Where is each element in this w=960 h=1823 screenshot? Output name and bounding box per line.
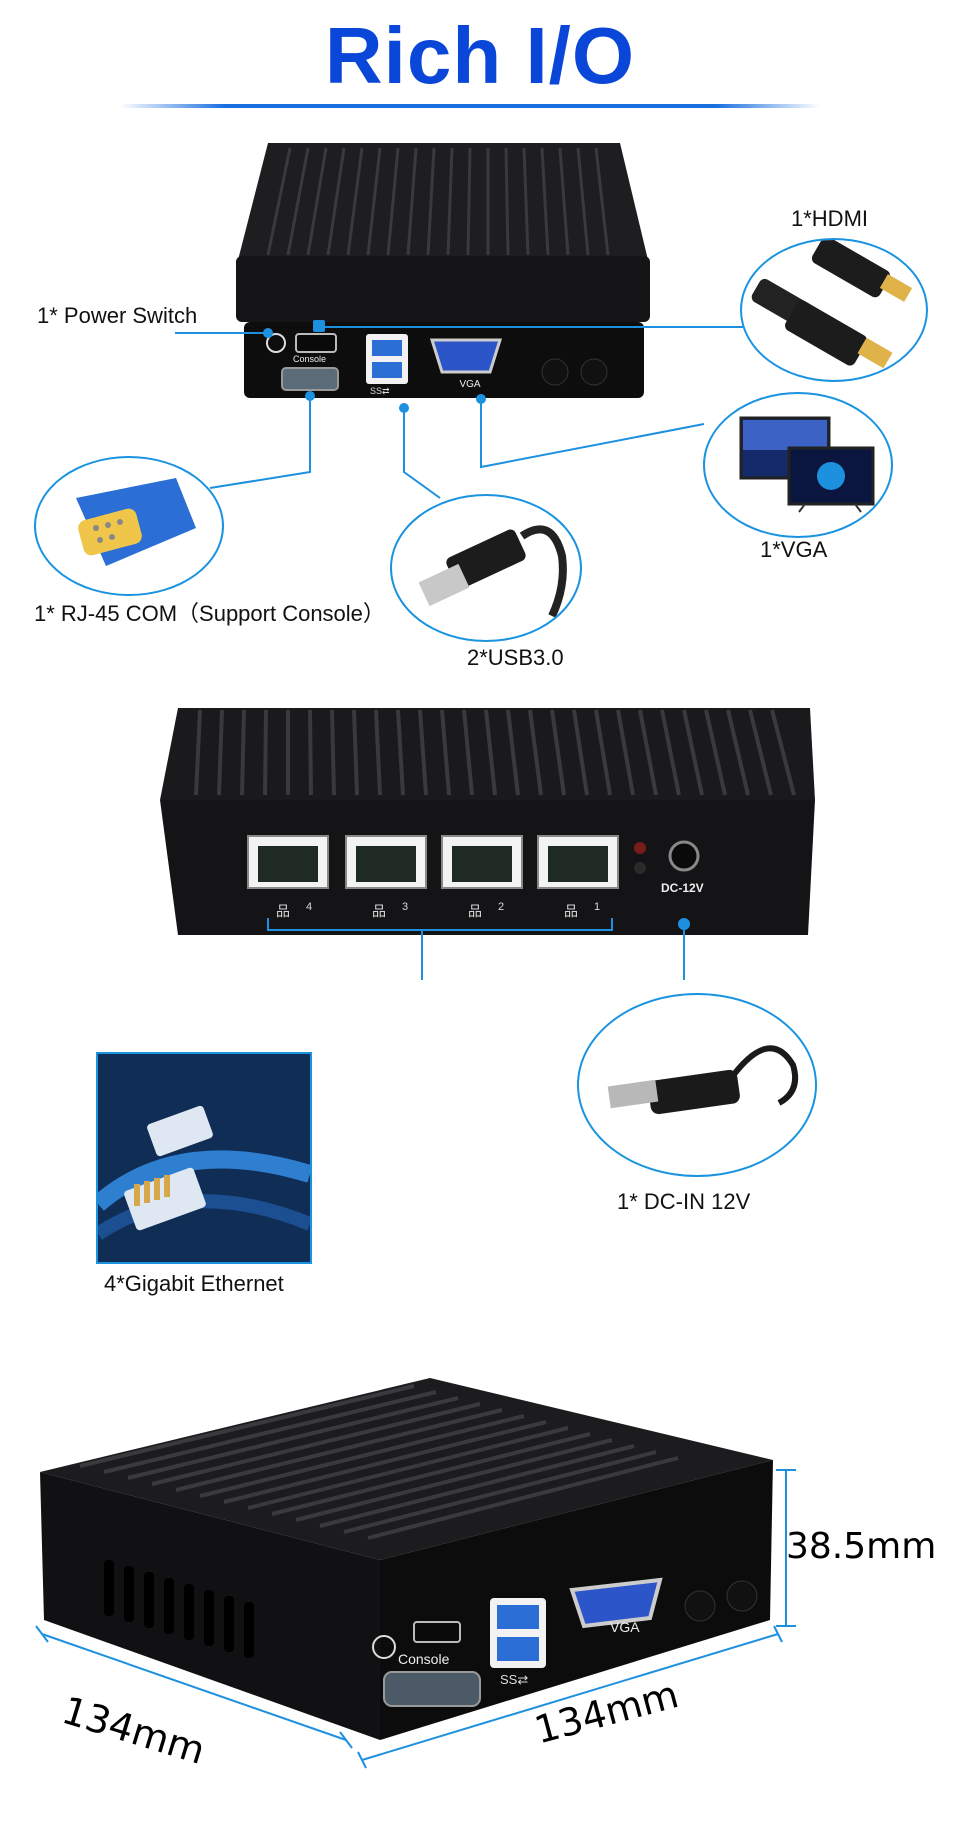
svg-text:品: 品 [564,903,578,919]
dc-in-label: 1* DC-IN 12V [617,1189,751,1214]
svg-text:VGA: VGA [610,1619,640,1635]
hdmi-label: 1*HDMI [791,206,869,231]
hdmi-cable-image [740,238,928,382]
height-dimension: 38.5mm [786,1526,937,1567]
svg-text:SS⇄: SS⇄ [500,1672,528,1687]
svg-text:2: 2 [498,901,504,913]
rear-io-illustration: 品 4 品 3 品 2 品 1 DC-12V [160,708,815,980]
mini-pc-isometric: Console SS⇄ VGA [40,1378,773,1740]
svg-text:1: 1 [594,901,600,913]
svg-text:SS⇄: SS⇄ [370,386,390,396]
vga-label: 1*VGA [760,537,828,562]
svg-text:DC-12V: DC-12V [661,881,704,895]
page-title: Rich I/O [324,11,636,100]
svg-text:4: 4 [306,901,312,913]
svg-text:Console: Console [398,1651,450,1667]
svg-text:Console: Console [293,354,326,364]
usb-cable-image [390,494,582,642]
mini-pc-front: Console SS⇄ VGA [236,143,650,398]
dimensions-illustration: Console SS⇄ VGA [35,1378,796,1769]
com-label: 1* RJ-45 COM（Support Console） [34,601,385,626]
usb-label: 2*USB3.0 [467,645,564,670]
ethernet-label: 4*Gigabit Ethernet [104,1271,284,1296]
mini-pc-rear: 品 4 品 3 品 2 品 1 DC-12V [160,708,815,935]
title-underline [120,104,820,108]
serial-adapter-image [34,456,224,596]
ethernet-cable-image [96,1052,312,1264]
dc-power-plug-image [577,993,817,1177]
power-switch-label: 1* Power Switch [37,303,198,328]
svg-text:3: 3 [402,901,408,913]
svg-text:品: 品 [468,903,482,919]
monitor-image [703,392,893,538]
svg-text:品: 品 [372,903,386,919]
front-io-illustration: Console SS⇄ VGA [175,143,750,499]
svg-text:品: 品 [276,903,290,919]
svg-text:VGA: VGA [459,379,480,390]
